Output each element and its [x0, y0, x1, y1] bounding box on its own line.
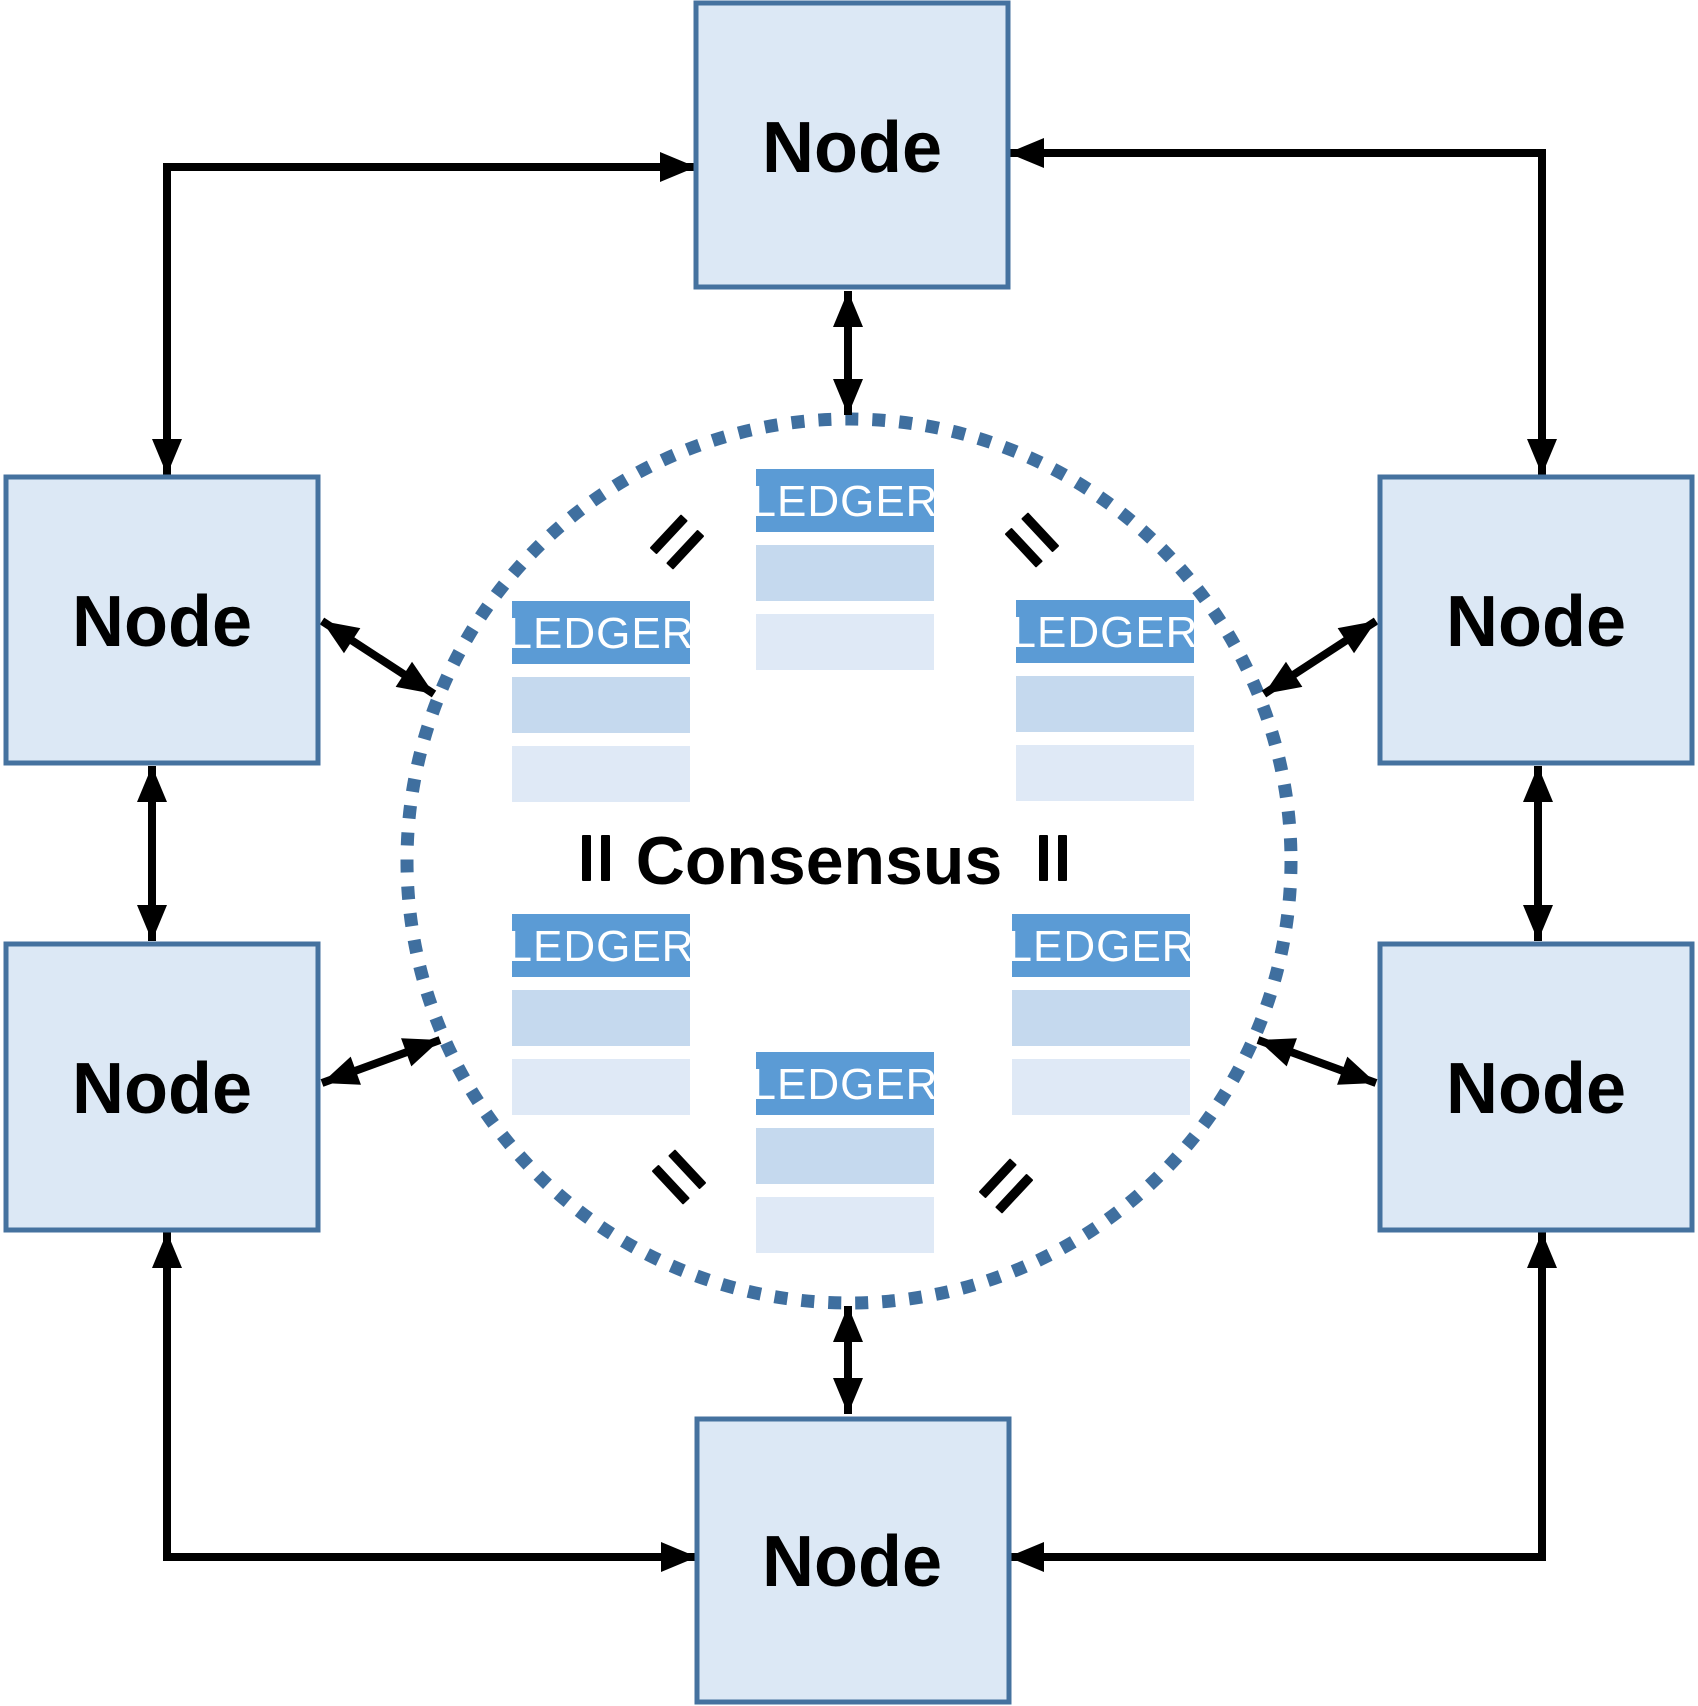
ledger-row — [512, 990, 690, 1046]
ledger-lower-left: LEDGER — [508, 914, 695, 1115]
node-box-upper-right: Node — [1377, 474, 1695, 766]
ledger-row — [756, 1128, 934, 1184]
node-box-top: Node — [693, 0, 1011, 290]
ledger-lower-right: LEDGER — [1008, 914, 1195, 1115]
node-box-upper-left: Node — [3, 474, 321, 766]
ledger-row — [756, 545, 934, 601]
consensus-circle — [400, 412, 1298, 1310]
equals-icon — [652, 1149, 706, 1205]
ledger-row — [512, 1059, 690, 1115]
ledger-row — [756, 1197, 934, 1253]
ledger-row — [1012, 990, 1190, 1046]
node-label: Node — [1446, 582, 1626, 662]
node-box-lower-right: Node — [1377, 941, 1695, 1233]
consensus-label: Consensus — [636, 823, 1003, 899]
arrow-top-right-elbow — [1008, 138, 1557, 475]
equals-icon — [979, 1158, 1033, 1214]
node-label: Node — [762, 1522, 942, 1602]
equals-icon — [1005, 512, 1059, 568]
ledger-label: LEDGER — [752, 1060, 939, 1109]
equals-icon — [650, 514, 704, 570]
node-label: Node — [762, 108, 942, 188]
ledger-upper-left: LEDGER — [508, 601, 695, 802]
node-label: Node — [72, 582, 252, 662]
arrow-upper-left-node-circle — [319, 617, 437, 698]
ledger-row — [512, 677, 690, 733]
ledger-label: LEDGER — [508, 609, 695, 658]
arrow-bottom-right-elbow — [1008, 1232, 1557, 1572]
node-label: Node — [1446, 1049, 1626, 1129]
ledger-label: LEDGER — [752, 477, 939, 526]
node-box-bottom: Node — [694, 1416, 1012, 1705]
ledger-upper-right: LEDGER — [1012, 600, 1199, 801]
equals-icon — [1039, 835, 1067, 881]
node-box-lower-left: Node — [3, 941, 321, 1233]
ledger-row — [1016, 676, 1194, 732]
ledger-label: LEDGER — [508, 922, 695, 971]
ledger-row — [756, 614, 934, 670]
ledger-bottom: LEDGER — [752, 1052, 939, 1253]
arrow-lower-left-node-circle — [320, 1036, 442, 1087]
equals-icon — [582, 835, 610, 881]
node-label: Node — [72, 1049, 252, 1129]
ledger-row — [1012, 1059, 1190, 1115]
ledger-row — [512, 746, 690, 802]
arrow-lower-right-node-circle — [1256, 1036, 1378, 1087]
ledger-label: LEDGER — [1008, 922, 1195, 971]
arrow-bottom-left-elbow — [152, 1232, 697, 1572]
arrow-top-left-elbow — [152, 152, 696, 475]
ledger-label: LEDGER — [1012, 608, 1199, 657]
ledger-top: LEDGER — [752, 469, 939, 670]
arrow-upper-right-node-circle — [1261, 617, 1379, 698]
ledger-row — [1016, 745, 1194, 801]
